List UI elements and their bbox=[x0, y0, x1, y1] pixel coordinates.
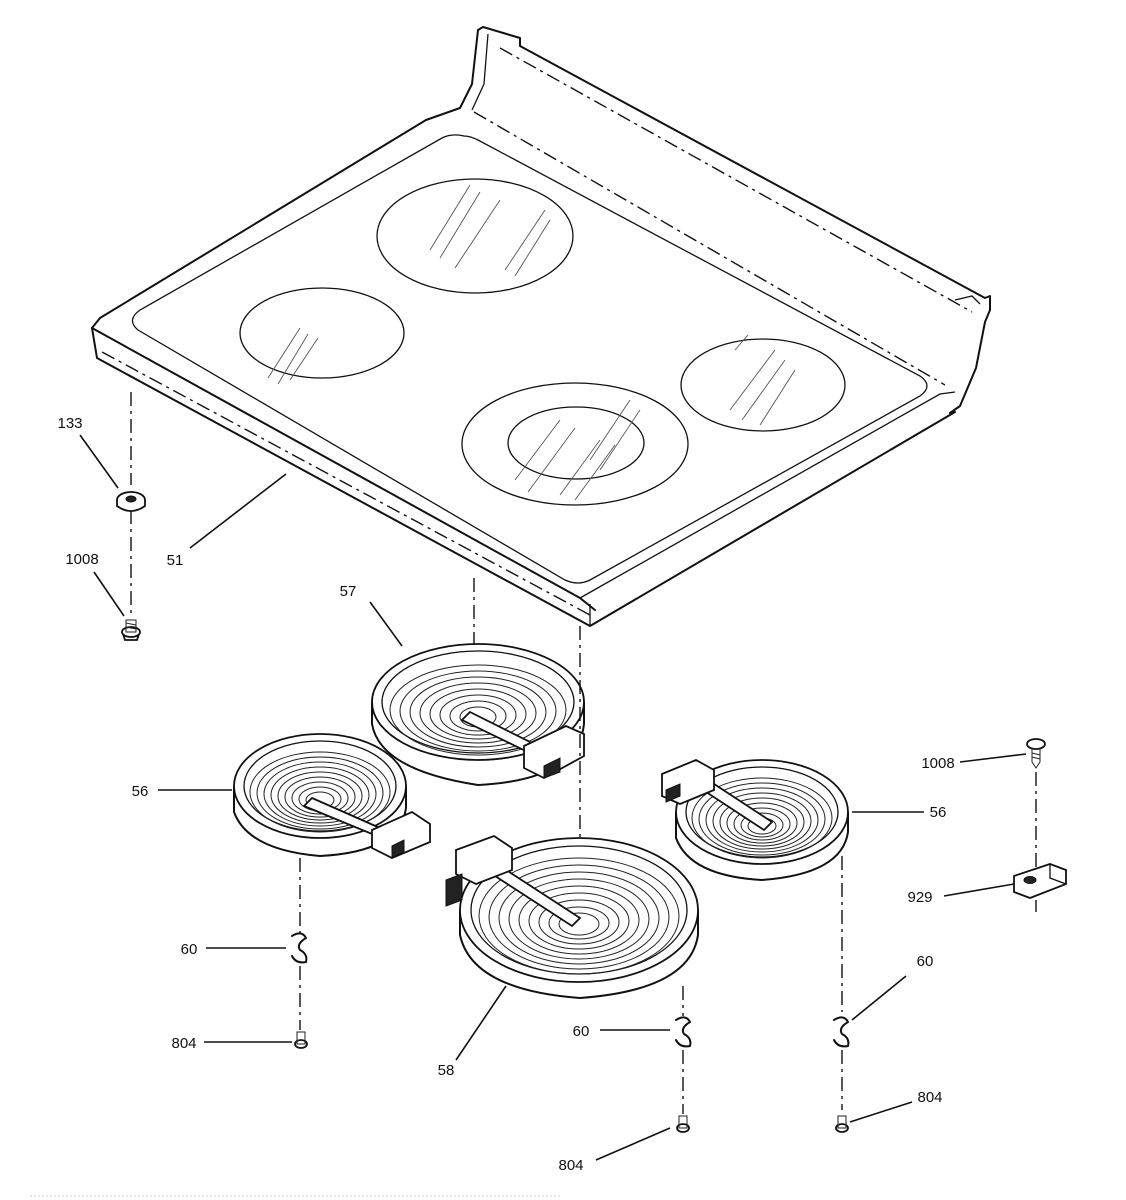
burner-57 bbox=[371, 643, 585, 786]
screw-1008-right bbox=[1026, 738, 1046, 769]
screw-804-left bbox=[294, 1031, 308, 1049]
clip-60-center bbox=[675, 1016, 692, 1048]
callout-51: 51 bbox=[167, 552, 184, 569]
screw-1008-left bbox=[121, 619, 141, 641]
callout-1008-left: 1008 bbox=[65, 551, 98, 568]
callout-58: 58 bbox=[438, 1062, 455, 1079]
callout-804-right: 804 bbox=[917, 1089, 942, 1106]
callout-804-left: 804 bbox=[171, 1035, 196, 1052]
screw-804-center bbox=[676, 1115, 690, 1133]
callout-60-center: 60 bbox=[573, 1023, 590, 1040]
callout-60-right: 60 bbox=[917, 953, 934, 970]
callout-1008-right: 1008 bbox=[921, 755, 954, 772]
bumper-133 bbox=[116, 491, 146, 512]
callout-929: 929 bbox=[907, 889, 932, 906]
clip-60-left bbox=[291, 932, 308, 964]
callout-133: 133 bbox=[57, 415, 82, 432]
glass-reflection bbox=[267, 184, 796, 501]
bracket-929 bbox=[1013, 863, 1067, 899]
cooktop-glass bbox=[91, 26, 991, 627]
callout-57: 57 bbox=[340, 583, 357, 600]
screw-804-right bbox=[835, 1115, 849, 1133]
callout-60-left: 60 bbox=[181, 941, 198, 958]
clip-60-right bbox=[833, 1016, 850, 1048]
leader-lines bbox=[79, 434, 1027, 1161]
callout-56-left: 56 bbox=[132, 783, 149, 800]
callout-56-right: 56 bbox=[930, 804, 947, 821]
burner-58 bbox=[445, 834, 699, 999]
burner-56-left bbox=[233, 733, 431, 859]
burner-56-right bbox=[661, 759, 849, 881]
callout-labels: 133 1008 51 57 56 1008 56 929 60 60 60 8… bbox=[57, 415, 954, 1174]
callout-804-center: 804 bbox=[558, 1157, 583, 1174]
